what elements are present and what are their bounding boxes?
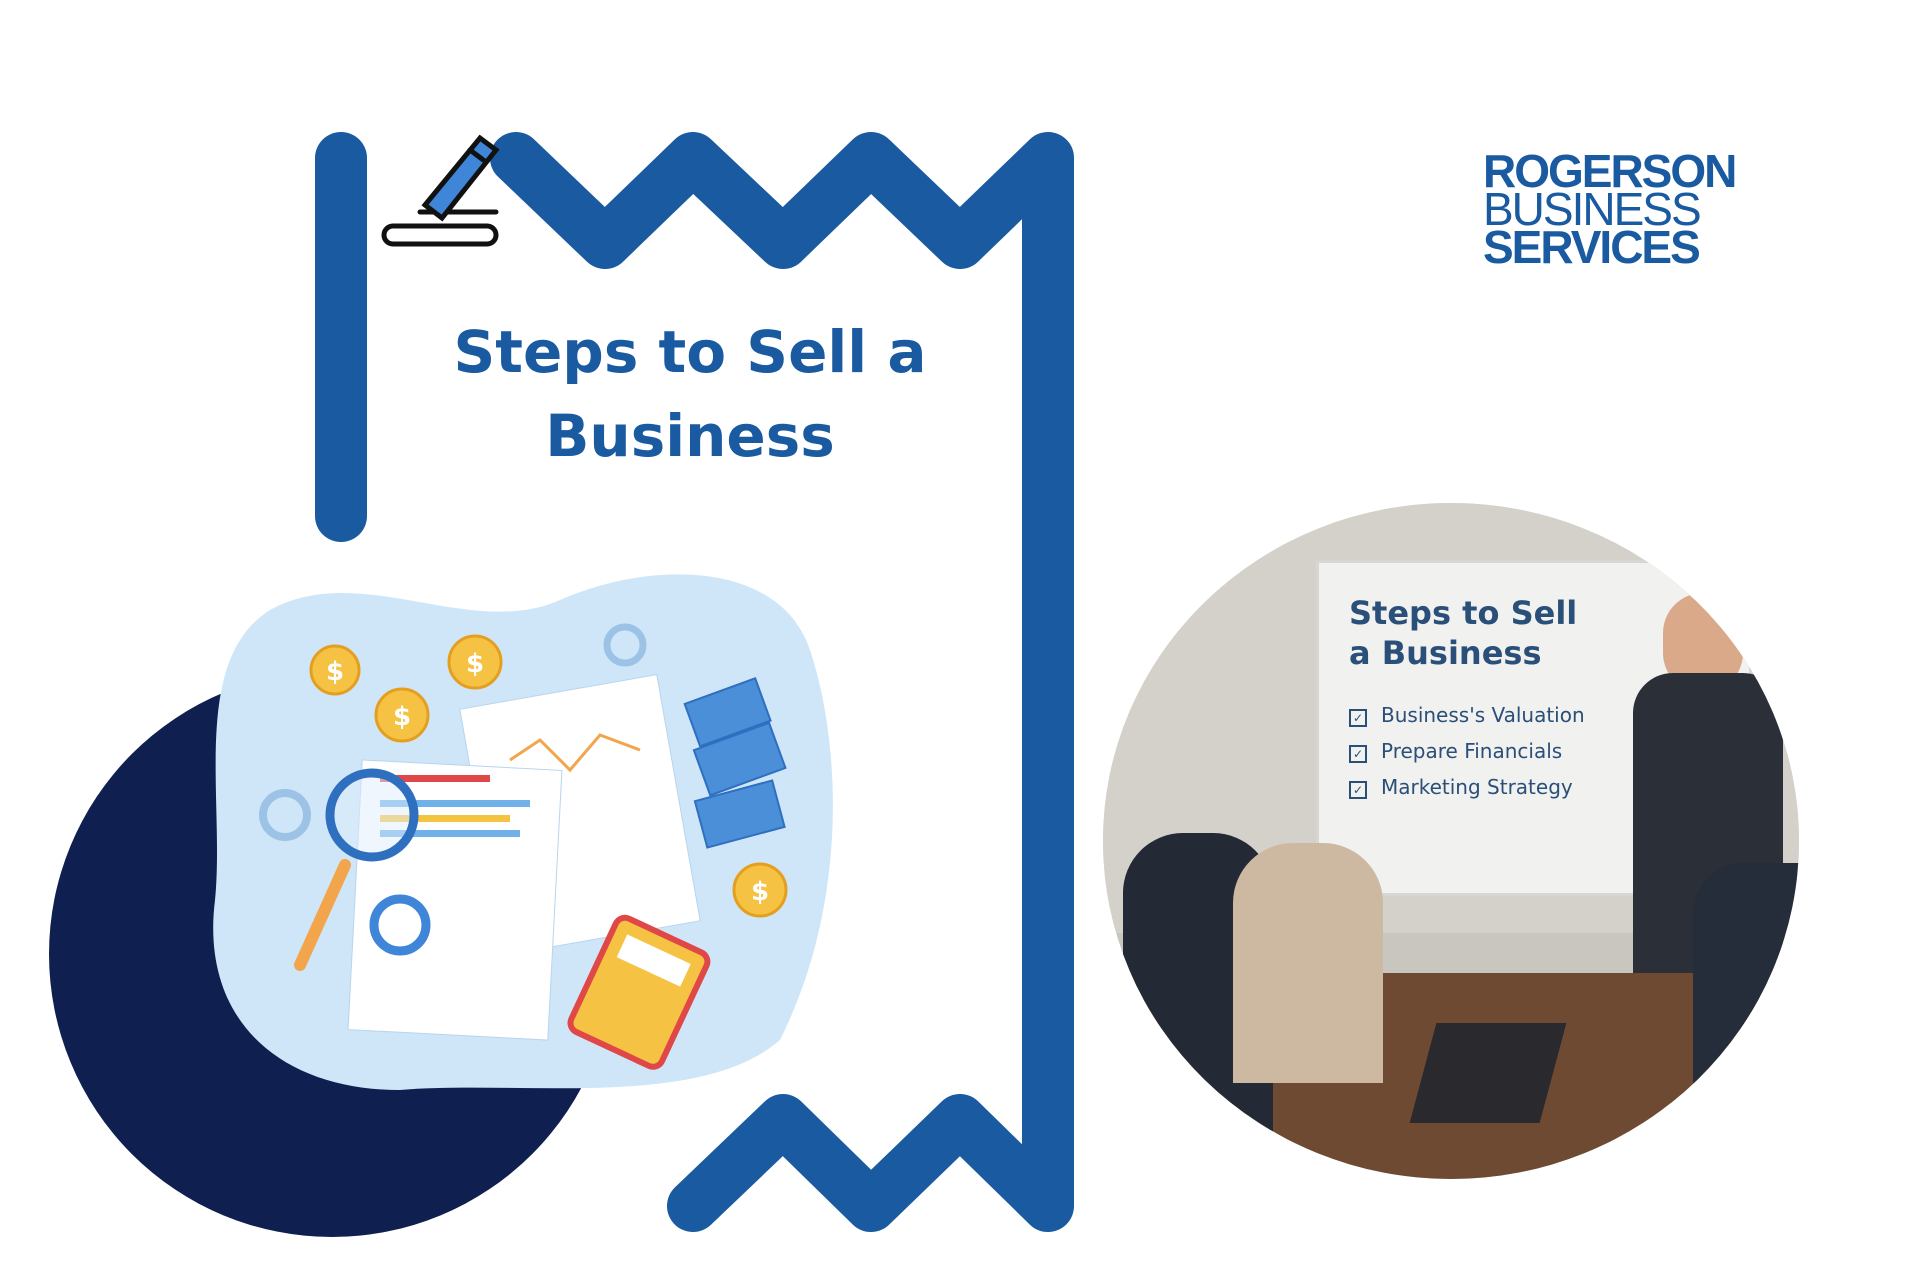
gear-icon	[603, 623, 647, 667]
checkbox-icon: ✓	[1349, 709, 1367, 727]
svg-text:$: $	[393, 702, 411, 732]
checkbox-icon: ✓	[1349, 781, 1367, 799]
company-logo: ROGERSON BUSINESS SERVICES	[1483, 145, 1745, 273]
board-item: ✓Business's Valuation	[1349, 703, 1585, 727]
page-title: Steps to Sell a Business	[453, 318, 927, 470]
board-item: ✓Prepare Financials	[1349, 739, 1562, 763]
logo-line-2: BUSINESS	[1483, 183, 1702, 235]
gear-icon	[259, 789, 311, 841]
logo-line-3: SERVICES	[1483, 221, 1701, 273]
pen-icon	[381, 134, 500, 247]
svg-text:$: $	[466, 649, 484, 679]
finance-illustration: $ $ $ $	[213, 574, 833, 1090]
meeting-photo: Steps to Sell a Business ✓Business's Val…	[1103, 503, 1799, 1179]
dollar-coin-icon	[309, 634, 788, 918]
logo-line-1: ROGERSON	[1483, 145, 1737, 197]
checkbox-icon: ✓	[1349, 745, 1367, 763]
calculator-icon	[567, 914, 711, 1070]
magnifier-icon	[325, 768, 419, 862]
zigzag-border	[490, 132, 1074, 1232]
banknote-icon	[683, 677, 787, 849]
whiteboard-title: Steps to Sell a Business	[1349, 594, 1578, 672]
svg-text:$: $	[751, 877, 769, 907]
svg-text:$: $	[326, 657, 344, 687]
board-item: ✓Marketing Strategy	[1349, 775, 1573, 799]
seated-person	[1693, 863, 1799, 1123]
seated-person	[1233, 843, 1383, 1083]
laptop-icon	[1409, 1023, 1567, 1123]
